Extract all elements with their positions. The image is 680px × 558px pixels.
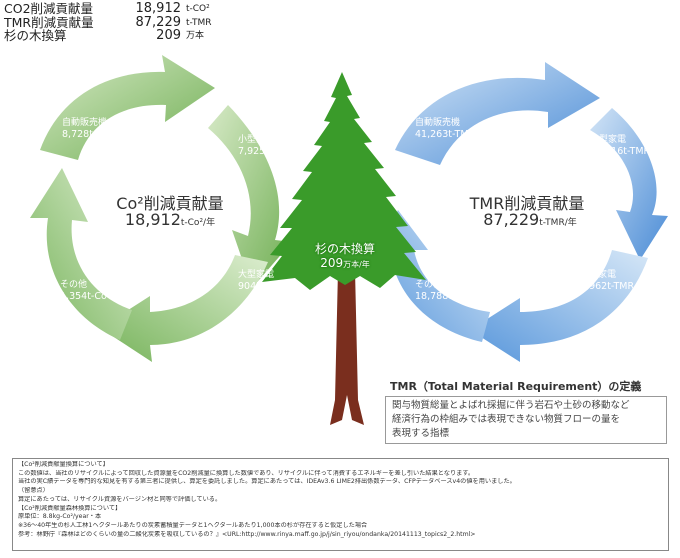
co2-segment-vending: 自動販売機 8,728t-Co²	[62, 118, 113, 140]
co2-segment-large-appliances: 大型家電 904t-Co²	[238, 270, 280, 292]
segment-name: 大型家電	[238, 270, 275, 280]
tree-foliage	[262, 72, 426, 290]
tmr-definition-title: TMR（Total Material Requirement）の定義	[390, 380, 642, 393]
co2-total-value: 18,912	[124, 210, 181, 229]
co2-center-title: Co²削減貢献量	[116, 194, 224, 213]
tmr-center-title: TMR削減貢献量	[469, 194, 585, 213]
stat-row-co2: CO2削減貢献量 18,912 t-CO²	[4, 2, 234, 16]
segment-value: 904t-Co²	[238, 281, 280, 292]
summary-stats: CO2削減貢献量 18,912 t-CO² TMR削減貢献量 87,229 t-…	[4, 2, 234, 43]
segment-name: その他	[415, 280, 443, 290]
tree-value-number: 209	[320, 256, 344, 270]
co2-segment-other: その他 1,354t-Co²	[60, 280, 111, 302]
stat-unit: t-CO²	[186, 4, 210, 14]
segment-value: 1,354t-Co²	[60, 291, 111, 302]
cycle-diagram	[30, 55, 668, 425]
definition-line: 関与物質総量とよばれ採掘に伴う岩石や土砂の移動など	[392, 400, 630, 411]
co2-arrow-top	[40, 55, 215, 160]
stat-label: 杉の木換算	[4, 28, 67, 43]
segment-value: 41,263t-TMR	[415, 129, 476, 140]
co2-arrow-left	[30, 168, 132, 340]
co2-arrow-right	[208, 105, 292, 288]
segment-value: 8,728t-Co²	[62, 129, 113, 140]
stat-unit: 万本	[186, 31, 205, 41]
tmr-center-value: 87,229t-TMR/年	[455, 210, 605, 229]
segment-value: 7,925t-Co²	[238, 146, 289, 157]
tmr-total-unit: t-TMR/年	[539, 218, 577, 228]
note-line: （留意点）	[18, 487, 49, 495]
segment-value: 18,788t-TMR	[415, 291, 476, 302]
stat-unit: t-TMR	[186, 17, 212, 28]
tmr-total-value: 87,229	[483, 210, 540, 229]
co2-segment-small-appliances: 小型家電 7,925t-Co²	[238, 135, 289, 157]
stat-value: 18,912	[135, 1, 182, 16]
tmr-definition-box: 関与物質総量とよばれ採掘に伴う岩石や土砂の移動など 経済行為の枠組みでは表現でき…	[385, 396, 667, 444]
stat-row-trees: 杉の木換算 209 万本	[4, 29, 234, 43]
note-line: 【Co²削減貢献量換算について】	[18, 461, 109, 468]
segment-name: 自動販売機	[62, 118, 108, 128]
definition-line: 経済行為の枠組みでは表現できない物質フローの量を	[392, 414, 621, 425]
segment-name: 自動販売機	[415, 118, 461, 128]
segment-value: 22,216t-TMR	[590, 146, 651, 157]
tmr-arrow-top	[395, 62, 600, 165]
note-line: 算定にあたっては、リサイクル資源をバージン材と同等で評価している。	[18, 495, 222, 503]
segment-name: 小型家電	[590, 135, 627, 145]
note-line: この数値は、当社のリサイクルによって回収した資源量をCO2削減量に換算した数値で…	[18, 469, 475, 477]
stat-value: 87,229	[135, 14, 182, 30]
stat-label: TMR削減貢献量	[4, 14, 94, 30]
stat-value: 209	[156, 28, 181, 43]
note-line: ※36〜40年生の杉人工林1ヘクタールあたりの炭素蓄積量データと1ヘクタールあた…	[18, 521, 368, 529]
definition-line: 表現する指標	[392, 428, 450, 439]
tmr-segment-large-appliances: 大型家電 4,962t-TMR	[580, 270, 634, 292]
note-line: 当社の実C績データを専門的な知見を有する第三者に提供し、算定を委託しました。算定…	[18, 478, 516, 486]
stat-row-tmr: TMR削減貢献量 87,229 t-TMR	[4, 14, 234, 30]
calculation-notes: 【Co²削減貢献量換算について】 この数値は、当社のリサイクルによって回収した資…	[12, 458, 669, 551]
note-line: 原単位：8.8kg-Co²/year・本	[18, 513, 102, 521]
tmr-segment-small-appliances: 小型家電 22,216t-TMR	[590, 135, 650, 157]
note-line: 【Co²削減貢献量森林換算について】	[18, 504, 122, 512]
note-line: 参考：林野庁『森林はどのくらいの量の二酸化炭素を吸収しているの？』<URL:ht…	[18, 530, 476, 538]
tmr-arrow-bottom	[470, 250, 648, 362]
stat-label: CO2削減貢献量	[4, 1, 94, 16]
tmr-segment-other: その他 18,788t-TMR	[415, 280, 475, 302]
segment-value: 4,962t-TMR	[580, 281, 635, 292]
tree-value: 209万本/年	[295, 256, 395, 270]
cedar-tree-icon	[262, 72, 426, 425]
segment-name: 大型家電	[580, 270, 617, 280]
tree-title: 杉の木換算	[314, 242, 375, 256]
co2-center-value: 18,912t-Co²/年	[100, 210, 240, 229]
co2-cycle-ring	[30, 55, 292, 362]
tmr-segment-vending: 自動販売機 41,263t-TMR	[415, 118, 475, 140]
tree-trunk	[330, 270, 364, 425]
co2-total-unit: t-Co²/年	[180, 218, 216, 228]
segment-name: その他	[60, 280, 88, 290]
tree-value-unit: 万本/年	[343, 260, 370, 269]
co2-arrow-bottom	[100, 255, 268, 362]
segment-name: 小型家電	[238, 135, 275, 145]
tmr-arrow-right	[590, 108, 668, 260]
